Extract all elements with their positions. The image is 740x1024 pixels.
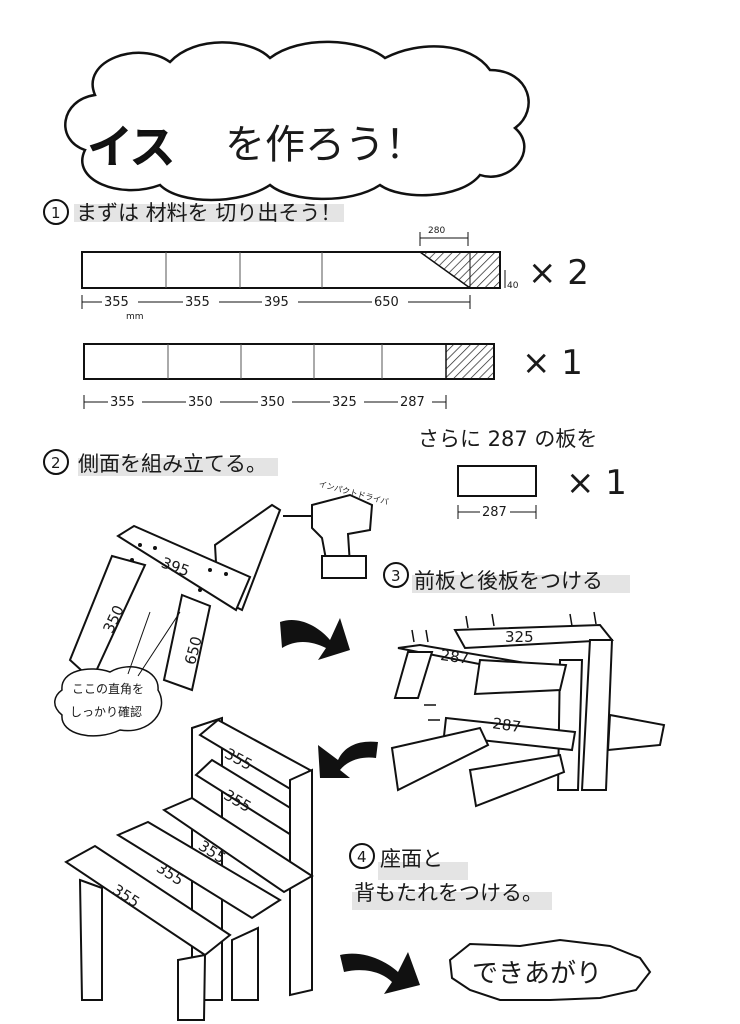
nail-marks xyxy=(411,611,597,721)
lower-board-label: 287 xyxy=(491,714,522,736)
finish-badge: できあがり xyxy=(448,938,652,1001)
board-1-count: × 2 xyxy=(528,253,589,293)
rear-leg xyxy=(162,593,212,692)
arrow-right-2 xyxy=(340,952,420,994)
board-2-count: × 1 xyxy=(522,343,583,383)
board-2-remainder xyxy=(445,343,495,380)
step-2-heading: 側面を組み立てる。 xyxy=(78,452,267,476)
cut-length-label: 280 xyxy=(428,226,445,236)
arrow-right-1 xyxy=(280,618,350,660)
top-rail xyxy=(116,524,252,612)
step-3-number: 3 xyxy=(391,567,401,585)
board-1-diagram: 280 40 355 mm 355 395 650 × 2 xyxy=(81,226,589,322)
title-cloud: イス を作ろう！ xyxy=(64,40,530,202)
right-foot xyxy=(468,753,566,808)
screw-marks xyxy=(130,543,228,592)
seat-back-board xyxy=(161,796,314,894)
note-line-2: しっかり確認 xyxy=(70,704,142,719)
board-1-seg-3: 395 xyxy=(264,295,289,310)
board-1-cut-off xyxy=(417,251,501,289)
step-3: 3 前板と後板をつける xyxy=(383,562,630,593)
right-back-leg xyxy=(580,639,614,791)
seat-front-board xyxy=(64,844,232,957)
title-bold: イス xyxy=(88,122,175,173)
step-1-heading: まずは 材料を 切り出そう！ xyxy=(76,201,341,225)
seat-middle-board xyxy=(115,820,282,920)
side-frame-drawing: 395 350 650 xyxy=(68,503,282,692)
extra-board: さらに 287 の板を 287 × 1 xyxy=(418,427,627,520)
board-2-seg-2: 350 xyxy=(188,395,213,410)
step-2: 2 側面を組み立てる。 xyxy=(43,449,278,476)
step-1: 1 まずは 材料を 切り出そう！ xyxy=(43,199,344,225)
extra-board-rect xyxy=(457,465,537,497)
frame-drawing: 325 287 287 xyxy=(390,623,666,808)
board-1-seg-1: 355 xyxy=(104,295,129,310)
left-foot xyxy=(390,726,490,792)
board-2-seg-5: 287 xyxy=(400,395,425,410)
board-2 xyxy=(83,343,495,380)
step-4: 4 座面と 背もたれをつける。 xyxy=(349,843,552,910)
step-3-heading: 前板と後板をつける xyxy=(414,569,603,593)
right-angle-note: ここの直角を しっかり確認 xyxy=(54,611,181,737)
side-rail xyxy=(473,658,568,696)
step-number-circle xyxy=(43,199,69,225)
board-2-seg-1: 355 xyxy=(110,395,135,410)
step-4-heading-1: 座面と xyxy=(380,847,443,871)
note-line-1: ここの直角を xyxy=(72,682,144,696)
board-1-seg-2: 355 xyxy=(185,295,210,310)
board-2-diagram: 355 350 350 325 287 × 1 xyxy=(83,343,583,410)
unit-label: mm xyxy=(126,312,144,322)
front-leg xyxy=(78,878,103,1001)
extra-board-count: × 1 xyxy=(566,463,627,503)
extra-board-text: さらに 287 の板を xyxy=(418,427,597,451)
front-board-label: 287 xyxy=(439,646,470,668)
step-number: 1 xyxy=(51,204,61,222)
board-1-seg-4: 650 xyxy=(374,295,399,310)
step-4-heading-2: 背もたれをつける。 xyxy=(354,881,543,905)
title-rest: を作ろう！ xyxy=(225,122,425,168)
step-4-number: 4 xyxy=(357,848,367,866)
step-2-number: 2 xyxy=(51,454,61,472)
cut-height-label: 40 xyxy=(507,281,519,291)
board-2-seg-3: 350 xyxy=(260,395,285,410)
back-board-label: 325 xyxy=(505,628,534,646)
chair-drawing: 355 355 355 355 355 xyxy=(64,716,314,1021)
impact-driver-icon: インパクトドライバ xyxy=(283,479,389,579)
finish-text: できあがり xyxy=(472,959,602,989)
highlight-band xyxy=(74,204,344,222)
extra-board-dim: 287 xyxy=(482,505,507,520)
arrow-left xyxy=(318,741,378,778)
board-2-seg-4: 325 xyxy=(332,395,357,410)
